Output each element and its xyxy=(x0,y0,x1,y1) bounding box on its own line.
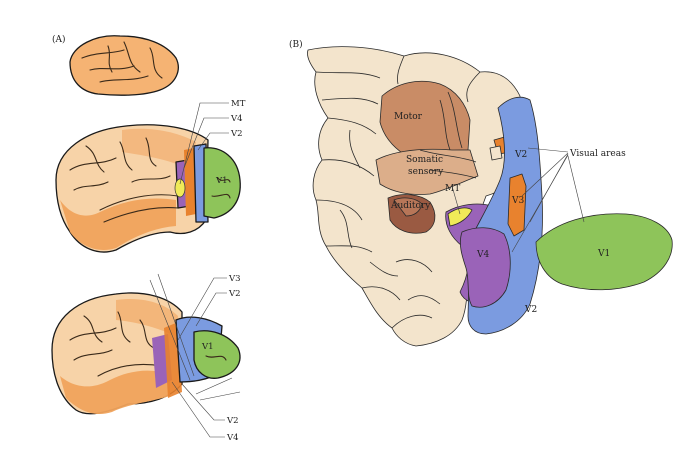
middle-v1-label: V1 xyxy=(215,176,228,186)
bottom-v2-top-label: V2 xyxy=(228,289,241,299)
motor-label: Motor xyxy=(394,112,423,122)
auditory-label: Auditory xyxy=(390,201,431,211)
panel-b-label: (B) xyxy=(289,39,303,50)
visual-areas-callout: Visual areas xyxy=(569,149,626,159)
v2-bottom-label: V2 xyxy=(524,305,537,315)
v3-label: V3 xyxy=(511,196,524,206)
lateral-brain-bottom xyxy=(51,273,241,415)
middle-v2-label: V2 xyxy=(230,129,243,139)
middle-v4-label: V4 xyxy=(230,114,243,124)
bottom-v2-bottom-label: V2 xyxy=(226,416,239,426)
somatic-label-line1: Somatic xyxy=(406,155,443,165)
bottom-v4-label: V4 xyxy=(226,433,239,443)
flattened-cortex xyxy=(307,46,673,347)
v2-top-label: V2 xyxy=(514,150,527,160)
bottom-v3-label: V3 xyxy=(228,274,241,284)
bottom-v1-label: V1 xyxy=(201,342,214,352)
somatic-label-line2: sensory xyxy=(408,167,444,177)
small-brain-top xyxy=(69,35,179,96)
v4-label: V4 xyxy=(476,250,489,260)
lateral-brain-middle xyxy=(55,124,241,253)
panel-a-label: (A) xyxy=(52,34,66,45)
middle-mt-label: MT xyxy=(231,99,246,109)
v1-label: V1 xyxy=(597,249,610,259)
visual-areas-leaders xyxy=(451,147,585,253)
